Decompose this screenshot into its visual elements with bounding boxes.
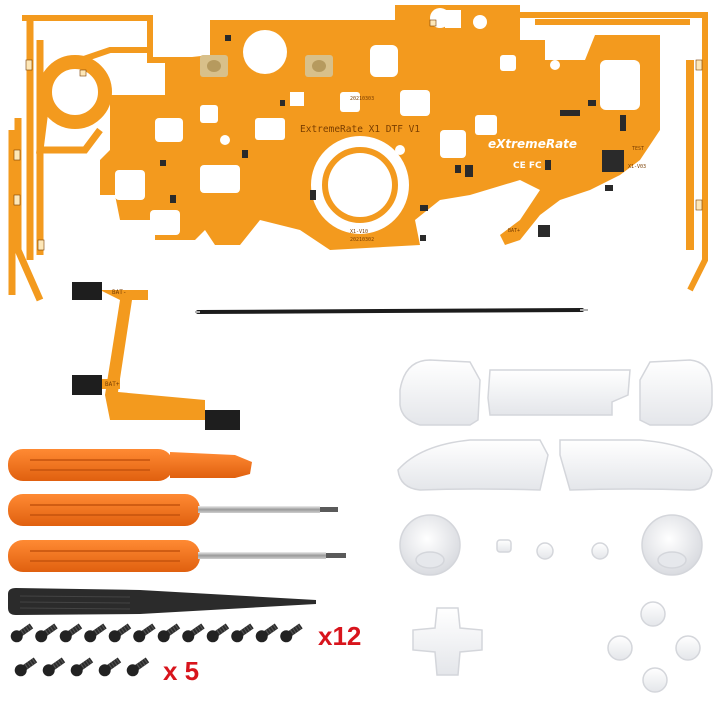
screw-icon	[182, 623, 205, 643]
pcb-cert-marks: CE FC	[513, 161, 542, 171]
button-x	[607, 635, 633, 661]
button-a	[642, 667, 668, 693]
left-trigger	[399, 359, 481, 426]
led-pcb-board: eXtremeRate ExtremeRate X1 DTF V1 202103…	[8, 5, 708, 302]
screw-icon	[42, 657, 66, 677]
flex-model-text: X1S DTF V1	[131, 313, 150, 361]
pcb-ver-text-right: X1-V03	[628, 164, 646, 170]
battery-flex-cable: ExtremeRate X1S DTF V1 BAT- BAT+	[72, 282, 240, 432]
screw-icon	[108, 623, 132, 643]
screw-icon	[157, 623, 181, 643]
pcb-date-text-1: 20210303	[350, 96, 374, 102]
screw-icon	[59, 623, 83, 643]
pcb-date-text-2: 20210302	[350, 237, 374, 243]
black-wire	[195, 308, 588, 314]
pcb-model-text: ExtremeRate X1 DTF V1	[300, 124, 420, 135]
right-thumbstick	[641, 514, 703, 576]
screw-icon	[231, 623, 254, 643]
clear-button-set	[397, 359, 713, 693]
short-screws-count-label: x 5	[163, 656, 200, 686]
screw-icon	[84, 623, 107, 643]
pcb-components	[160, 35, 626, 241]
long-screws	[10, 623, 303, 643]
screw-icon	[255, 623, 279, 643]
pry-tool	[8, 449, 252, 481]
torx-screwdriver-2	[8, 540, 346, 572]
menu-button	[591, 542, 609, 560]
button-y	[640, 601, 666, 627]
pcb-bat-text: BAT+	[508, 228, 520, 234]
screw-icon	[98, 657, 122, 677]
screw-icon	[14, 657, 38, 677]
flex-brand-text: ExtremeRate	[115, 419, 195, 432]
flex-bat-minus: BAT-	[112, 289, 126, 296]
screw-icon	[70, 657, 94, 677]
right-trigger	[639, 359, 713, 426]
torx-screwdriver-1	[8, 494, 338, 526]
button-b	[675, 635, 701, 661]
screw-icon	[10, 623, 34, 643]
screw-icon	[133, 623, 156, 643]
screw-icon	[206, 623, 230, 643]
screw-icon	[280, 623, 303, 643]
long-screws-count-label: x12	[318, 621, 362, 651]
view-button	[496, 539, 512, 553]
pcb-test-text: TEST	[632, 146, 644, 152]
tweezers-icon	[8, 588, 316, 615]
dpad	[412, 607, 483, 676]
right-bumper	[559, 439, 713, 491]
screw-icon	[126, 657, 150, 677]
flex-bat-plus: BAT+	[105, 381, 120, 388]
screw-icon	[35, 623, 58, 643]
left-thumbstick	[399, 514, 461, 576]
bumper-frame	[487, 369, 631, 416]
short-screws	[14, 657, 150, 677]
pcb-version-text: X1-V10	[350, 229, 368, 235]
pcb-holes	[115, 8, 640, 235]
share-button	[536, 542, 554, 560]
pcb-brand-text: eXtremeRate	[488, 137, 577, 151]
left-bumper	[397, 439, 549, 491]
